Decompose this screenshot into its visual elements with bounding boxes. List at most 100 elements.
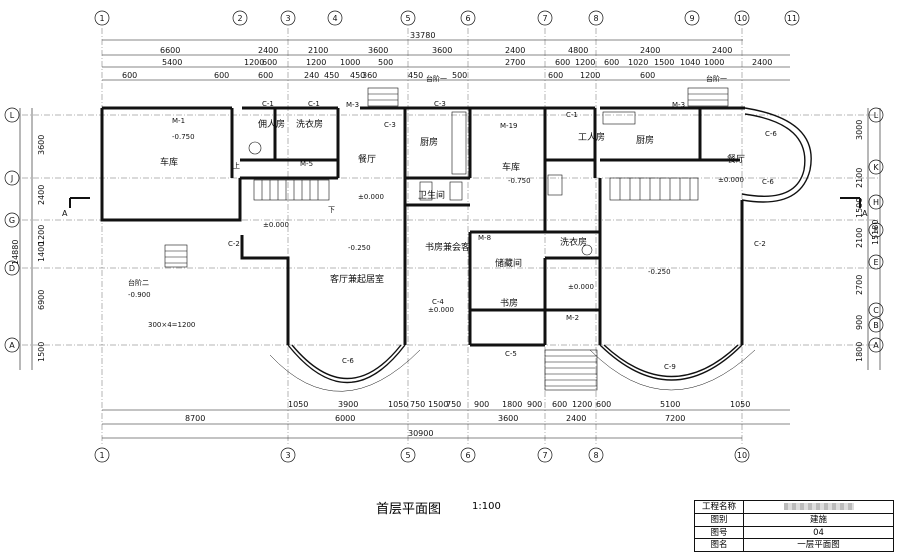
grid-bubble-label: E [873, 258, 878, 267]
dimension-value: 600 [555, 58, 570, 67]
grid-bubble-label: 8 [593, 14, 598, 23]
grid-bubble-label: 1 [99, 14, 104, 23]
dimension-value: 2400 [37, 185, 46, 205]
grid-bubble [400, 447, 416, 463]
grid-bubble-label: 3 [285, 14, 290, 23]
grid-bubble [400, 10, 416, 26]
bottom-total-dimension: 30900 [408, 429, 433, 438]
dimension-value: 600 [640, 71, 655, 80]
dimension-value: 2700 [855, 275, 864, 295]
dimension-value: 1500 [37, 342, 46, 362]
grid-bubble [537, 447, 553, 463]
grid-bubble-label: F [874, 226, 879, 235]
room-name: 厨房 [420, 136, 438, 148]
grid-bubble-label: 5 [405, 451, 410, 460]
dimension-value: 900 [855, 315, 864, 330]
dimension-value: 600 [596, 400, 611, 409]
annotation-label: 台阶一 [706, 74, 727, 83]
title-block-value: 04 [813, 527, 824, 538]
dimension-value: 900 [527, 400, 542, 409]
dimension-value: 750 [410, 400, 425, 409]
sheet-title: 首层平面图 [376, 502, 442, 517]
grid-bubble [94, 10, 110, 26]
dimension-value: 1000 [340, 58, 360, 67]
annotation-label: M-3 [672, 101, 685, 109]
grid-bubble-label: H [873, 198, 879, 207]
sheet-scale: 1:100 [472, 501, 501, 512]
dimension-value: 2700 [505, 58, 525, 67]
room-name: 餐厅 [727, 153, 745, 165]
grid-bubble-label: A [873, 341, 879, 350]
grid-bubble-label: 7 [542, 451, 547, 460]
title-block-value [744, 501, 893, 513]
grid-bubble-label: L [10, 111, 15, 120]
dimension-value: 600 [604, 58, 619, 67]
dimension-value: 1200 [37, 225, 46, 245]
grid-bubble-label: 7 [542, 14, 547, 23]
grid-bubble-label: 1 [99, 451, 104, 460]
dimension-value: 750 [446, 400, 461, 409]
annotation-label: ±0.000 [428, 306, 454, 314]
dimension-value: 2400 [566, 414, 586, 423]
annotation-label: C-2 [754, 240, 766, 248]
title-block-key: 工程名称 [695, 501, 744, 513]
grid-bubble [684, 10, 700, 26]
annotation-label: C-3 [384, 121, 396, 129]
annotation-label: -0.900 [128, 291, 151, 299]
room-name: 洗衣房 [560, 236, 587, 248]
annotation-label: C-1 [308, 100, 320, 108]
annotation-label: M-8 [478, 234, 491, 242]
grid-bubble-label: 5 [405, 14, 410, 23]
room-labels: 车库厨房车库厨房佣人房洗衣房工人房餐厅餐厅卫生间书房兼会客储藏间洗衣房客厅兼起居… [160, 118, 745, 309]
dimension-value: 1020 [628, 58, 648, 67]
room-name: 佣人房 [258, 118, 285, 130]
dimension-value: 1800 [855, 342, 864, 362]
dimension-value: 3600 [368, 46, 388, 55]
dimension-value: 1050 [288, 400, 308, 409]
dimension-value: 1800 [502, 400, 522, 409]
annotation-label: -0.250 [348, 244, 371, 252]
dimension-value: 1000 [704, 58, 724, 67]
room-name: 洗衣房 [296, 118, 323, 130]
grid-bubble [588, 10, 604, 26]
room-name: 书房 [500, 297, 518, 309]
dimension-value: 1500 [654, 58, 674, 67]
grid-bubble [588, 447, 604, 463]
title-block-value: 建施 [809, 514, 827, 525]
annotation-label: M-3 [346, 101, 359, 109]
annotation-label: C-1 [262, 100, 274, 108]
grid-bubble-label: D [9, 264, 15, 273]
title-block-key: 图别 [695, 513, 744, 526]
redacted-project-name [783, 503, 854, 510]
dimension-value: 600 [262, 58, 277, 67]
dimension-value: 1500 [855, 198, 864, 218]
annotation-label: M-5 [300, 160, 313, 168]
section-mark-right: A [862, 209, 868, 218]
grid-bubble-label: 10 [737, 451, 747, 460]
side-dimension-lines [19, 108, 881, 370]
annotation-label: C-1 [566, 111, 578, 119]
grid-bubble-label: C [873, 306, 879, 315]
grid-bubble-label: J [10, 174, 13, 183]
dimension-value: 2100 [308, 46, 328, 55]
grid-bubble [4, 337, 20, 353]
grid-bubble [537, 10, 553, 26]
dimension-value: 600 [214, 71, 229, 80]
annotation-label: C-6 [762, 178, 774, 186]
annotation-label: C-3 [434, 100, 446, 108]
annotation-label: C-6 [765, 130, 777, 138]
room-name: 卫生间 [418, 189, 445, 201]
left-total-dimension: 14880 [11, 240, 20, 265]
dimension-value: 5100 [660, 400, 680, 409]
dimension-value: 7200 [665, 414, 685, 423]
annotation-label: 300×4=1200 [148, 321, 195, 329]
grid-bubble [734, 447, 750, 463]
